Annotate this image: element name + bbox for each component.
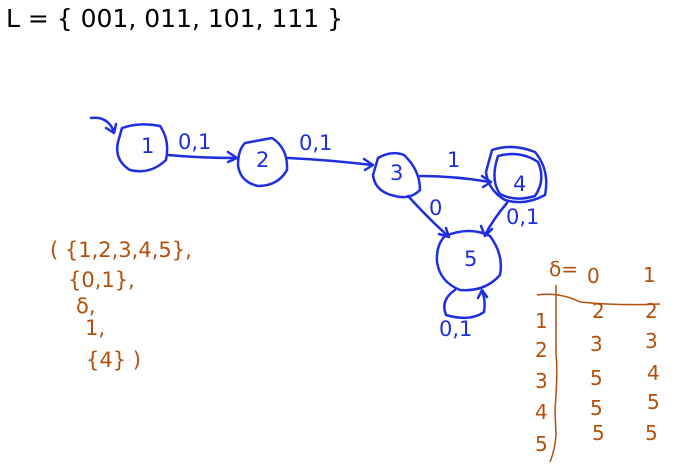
transition-label: 0,1 [299,131,333,155]
tuple-start: 1, [85,316,106,340]
state-3-circle [371,151,422,199]
tuple-alphabet: {0,1}, [68,268,135,292]
state-1-circle [116,123,169,173]
row-state: 2 [535,338,548,362]
row-state: 3 [535,369,548,393]
state-4-circle-inner [493,152,543,200]
row-on0: 2 [592,299,605,323]
tuple-states: ( {1,2,3,4,5}, [50,238,192,262]
tuple-accept: {4} ) [86,348,141,372]
state-label: 4 [513,172,527,196]
language-definition: L = { 001, 011, 101, 111 } [6,4,344,33]
state-4-circle-outer [484,145,548,204]
row-on1: 2 [645,299,658,323]
state-2-circle [236,136,289,188]
row-on1: 4 [647,361,660,385]
state-label: 5 [464,247,478,271]
row-on1: 3 [645,329,658,353]
delta-table-title: δ= [549,257,578,281]
row-on1: 5 [647,390,660,414]
row-state: 4 [535,400,548,424]
transition-label: 0,1 [506,205,540,229]
row-on0: 5 [592,421,605,445]
transition-label: 0,1 [178,130,212,154]
start-arrow-icon [89,116,118,135]
row-state: 5 [535,432,548,456]
transition-label: 0 [429,196,443,220]
row-on0: 5 [590,366,603,390]
state-label: 2 [256,148,270,172]
transition-label: 0,1 [439,317,473,341]
state-label: 3 [390,161,404,185]
row-on0: 5 [590,396,603,420]
row-on0: 3 [590,332,603,356]
column-header: 0 [587,264,600,288]
row-state: 1 [535,309,548,333]
transition-label: 1 [447,148,461,172]
tuple-delta: δ, [76,294,96,318]
column-header: 1 [643,263,656,287]
state-label: 1 [141,134,155,158]
row-on1: 5 [645,421,658,445]
